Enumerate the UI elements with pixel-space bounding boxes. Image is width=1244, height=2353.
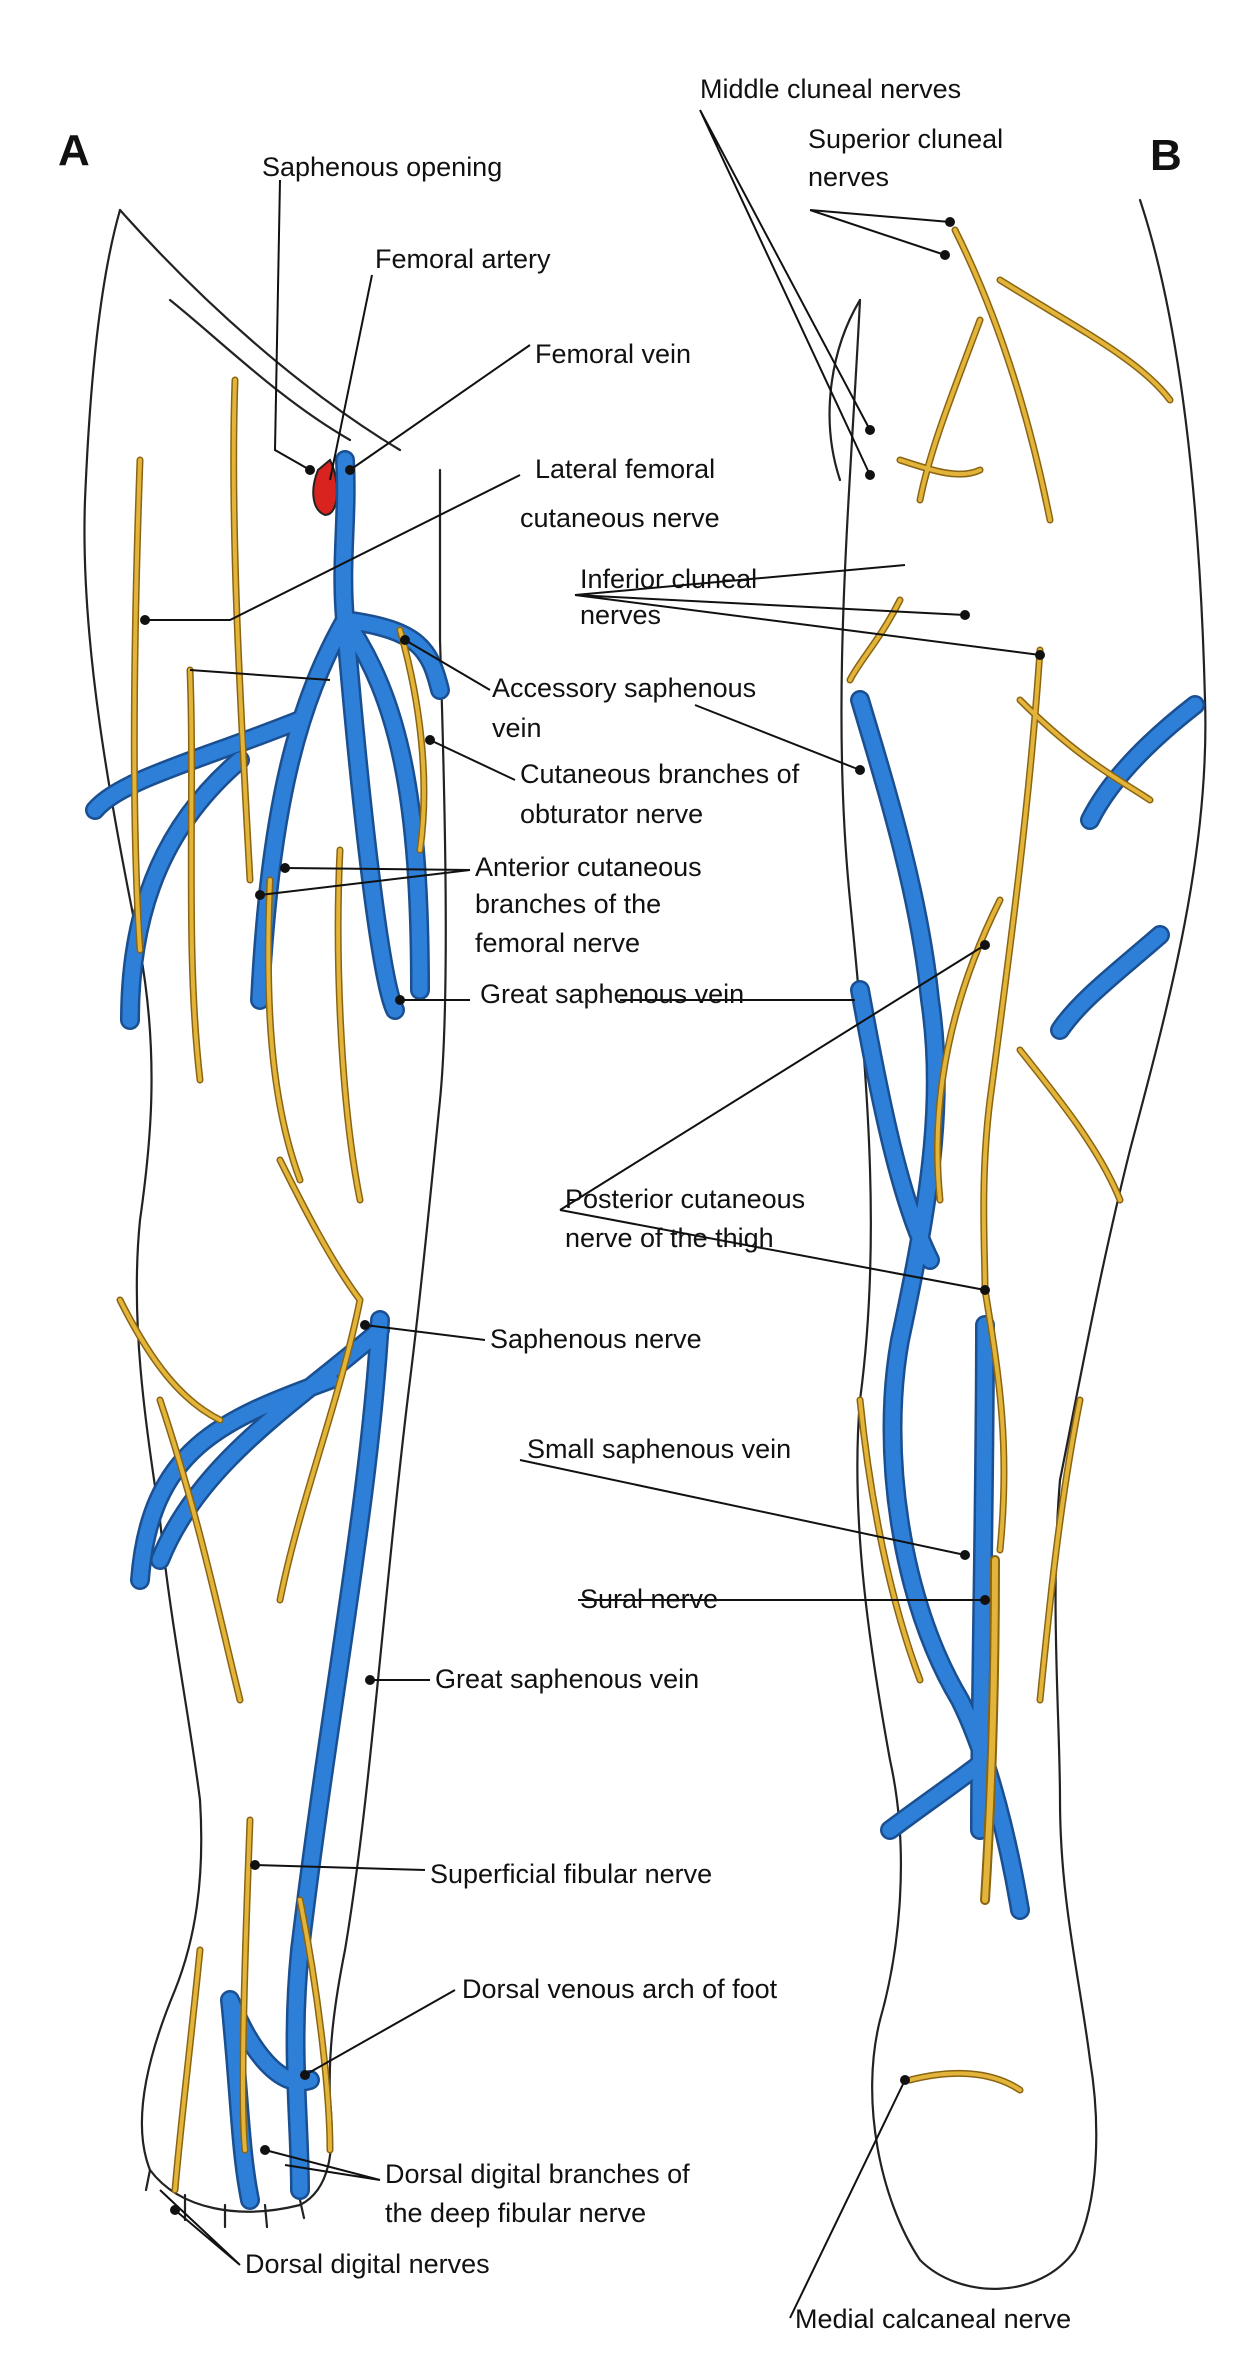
label-accessory-saphenous-1: Accessory saphenous [492, 673, 756, 703]
label-saphenous-nerve: Saphenous nerve [490, 1324, 702, 1354]
label-accessory-saphenous-2: vein [492, 713, 542, 743]
label-superior-cluneal-2: nerves [808, 162, 889, 192]
label-inferior-cluneal-1: Inferior cluneal [580, 564, 757, 594]
leg-a-outline [83, 208, 447, 2229]
panel-label-a: A [58, 126, 90, 175]
label-posterior-cutaneous-2: nerve of the thigh [565, 1223, 774, 1253]
label-middle-cluneal: Middle cluneal nerves [700, 74, 961, 104]
label-dorsal-digital-nerves: Dorsal digital nerves [245, 2249, 490, 2279]
label-anterior-cutaneous-3: femoral nerve [475, 928, 640, 958]
label-medial-calcaneal: Medial calcaneal nerve [795, 2304, 1071, 2334]
label-sural-nerve: Sural nerve [580, 1584, 718, 1614]
label-small-saphenous-vein: Small saphenous vein [527, 1434, 791, 1464]
label-superficial-fibular: Superficial fibular nerve [430, 1859, 712, 1889]
label-posterior-cutaneous-1: Posterior cutaneous [565, 1184, 805, 1214]
label-great-saphenous-leg: Great saphenous vein [435, 1664, 699, 1694]
label-femoral-vein: Femoral vein [535, 339, 691, 369]
label-anterior-cutaneous-2: branches of the [475, 889, 661, 919]
leader-dots [140, 217, 1045, 2215]
label-great-saphenous-thigh: Great saphenous vein [480, 979, 744, 1009]
veins-a [85, 450, 450, 2210]
nerves-b [846, 226, 1174, 2094]
label-dorsal-digital-deep-fibular-2: the deep fibular nerve [385, 2198, 646, 2228]
veins-b [850, 690, 1205, 1920]
label-superior-cluneal-1: Superior cluneal [808, 124, 1003, 154]
label-dorsal-digital-deep-fibular-1: Dorsal digital branches of [385, 2159, 690, 2189]
label-anterior-cutaneous-1: Anterior cutaneous [475, 852, 702, 882]
panel-label-b: B [1150, 131, 1182, 180]
nerves-a [116, 376, 428, 2194]
label-dorsal-venous-arch: Dorsal venous arch of foot [462, 1974, 778, 2004]
label-femoral-artery: Femoral artery [375, 244, 551, 274]
label-cutaneous-obturator-2: obturator nerve [520, 799, 703, 829]
leg-b-outline [828, 198, 1207, 2290]
label-lateral-femoral-cutaneous-1: Lateral femoral [535, 454, 715, 484]
leader-lines [145, 109, 1041, 2319]
label-cutaneous-obturator-1: Cutaneous branches of [520, 759, 800, 789]
label-saphenous-opening: Saphenous opening [262, 152, 502, 182]
label-lateral-femoral-cutaneous-2: cutaneous nerve [520, 503, 720, 533]
label-inferior-cluneal-2: nerves [580, 600, 661, 630]
